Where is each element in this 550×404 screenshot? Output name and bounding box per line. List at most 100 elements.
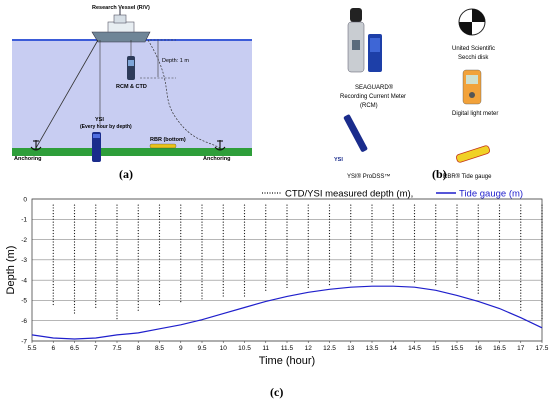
- ctd-depth-point: [498, 235, 501, 237]
- ctd-depth-point: [498, 278, 501, 280]
- ctd-depth-point: [307, 238, 309, 240]
- ctd-depth-point: [350, 258, 352, 260]
- ctd-depth-point: [180, 269, 182, 272]
- ctd-depth-point: [116, 298, 118, 300]
- ctd-depth-point: [222, 235, 224, 237]
- ctd-depth-point: [116, 292, 118, 294]
- ctd-depth-point: [52, 269, 54, 272]
- ctd-depth-point: [350, 244, 352, 246]
- ctd-depth-point: [350, 247, 352, 249]
- ctd-depth-point: [137, 258, 139, 260]
- ctd-depth-point: [520, 301, 522, 303]
- ctd-depth-point: [158, 278, 161, 280]
- ctd-depth-point: [158, 252, 161, 254]
- ctd-depth-point: [435, 247, 437, 249]
- ctd-depth-point: [413, 264, 416, 266]
- ctd-depth-point: [520, 238, 522, 240]
- ctd-depth-point: [180, 215, 182, 218]
- ctd-depth-point: [350, 269, 352, 272]
- ctd-depth-point: [73, 252, 76, 254]
- ctd-depth-point: [520, 258, 522, 260]
- ctd-depth-point: [328, 204, 331, 206]
- ctd-depth-point: [477, 235, 479, 237]
- ctd-depth-point: [541, 309, 543, 311]
- secchi-maker: United Scientific: [452, 46, 495, 52]
- ctd-depth-point: [95, 221, 97, 223]
- ctd-depth-point: [73, 292, 76, 294]
- ctd-depth-point: [286, 247, 288, 249]
- ctd-depth-point: [520, 215, 522, 218]
- ctd-depth-point: [413, 230, 416, 232]
- ctd-depth-point: [456, 204, 458, 206]
- ctd-depth-point: [371, 247, 373, 249]
- x-tick-label: 5.5: [27, 345, 36, 352]
- x-tick-label: 10: [220, 345, 228, 352]
- ctd-depth-point: [243, 207, 246, 209]
- ctd-depth-point: [307, 252, 309, 254]
- ctd-depth-point: [73, 210, 76, 212]
- ctd-depth-point: [286, 275, 288, 277]
- ctd-depth-point: [350, 266, 352, 269]
- x-tick-label: 7: [94, 345, 98, 352]
- ctd-depth-point: [541, 286, 543, 289]
- ctd-depth-point: [456, 227, 458, 229]
- ctd-depth-point: [137, 238, 139, 240]
- ctd-depth-point: [95, 275, 97, 277]
- ctd-depth-point: [328, 258, 331, 260]
- ctd-depth-point: [477, 230, 479, 232]
- ctd-depth-point: [243, 266, 246, 269]
- ctd-depth-point: [520, 278, 522, 280]
- ctd-depth-point: [371, 235, 373, 237]
- ctd-depth-point: [286, 264, 288, 266]
- ctd-depth-point: [52, 255, 54, 257]
- ctd-depth-point: [243, 210, 246, 212]
- ctd-depth-point: [52, 230, 54, 232]
- ctd-depth-point: [520, 249, 522, 252]
- ctd-depth-point: [52, 301, 54, 303]
- ctd-depth-point: [328, 255, 331, 257]
- ctd-depth-point: [541, 247, 543, 249]
- ctd-depth-point: [520, 275, 522, 277]
- ctd-depth-point: [286, 213, 288, 215]
- x-tick-label: 17: [517, 345, 525, 352]
- ctd-depth-point: [180, 278, 182, 280]
- ctd-depth-point: [456, 252, 458, 254]
- ctd-depth-point: [73, 232, 76, 235]
- ctd-depth-point: [95, 306, 97, 308]
- ctd-depth-point: [222, 289, 224, 291]
- ctd-depth-point: [371, 221, 373, 223]
- y-tick-label: -3: [21, 257, 27, 264]
- ctd-depth-point: [498, 244, 501, 246]
- ctd-depth-point: [435, 269, 437, 272]
- ctd-depth-point: [52, 224, 54, 226]
- ctd-depth-point: [541, 210, 543, 212]
- ctd-depth-point: [95, 244, 97, 246]
- ctd-depth-point: [498, 272, 501, 274]
- ctd-depth-point: [328, 215, 331, 218]
- ctd-depth-point: [201, 295, 203, 297]
- ctd-depth-point: [265, 278, 267, 280]
- ctd-depth-point: [286, 269, 288, 272]
- ctd-depth-point: [435, 218, 437, 220]
- ctd-depth-point: [52, 284, 54, 286]
- ctd-depth-point: [137, 207, 139, 209]
- ctd-depth-point: [201, 221, 203, 223]
- ctd-depth-point: [435, 235, 437, 237]
- ctd-depth-point: [456, 238, 458, 240]
- ctd-depth-point: [286, 255, 288, 257]
- ctd-depth-point: [477, 221, 479, 223]
- ctd-depth-point: [222, 210, 224, 212]
- ctd-depth-point: [243, 213, 246, 215]
- ctd-depth-point: [265, 289, 267, 291]
- ctd-depth-point: [222, 227, 224, 229]
- ctd-depth-point: [243, 264, 246, 266]
- ctd-depth-point: [392, 261, 394, 263]
- ctd-depth-point: [52, 207, 54, 209]
- ctd-depth-point: [73, 281, 76, 283]
- ctd-depth-point: [158, 213, 161, 215]
- ctd-depth-point: [498, 249, 501, 252]
- ctd-depth-point: [201, 289, 203, 291]
- ctd-depth-point: [286, 241, 288, 243]
- ctd-depth-point: [328, 281, 331, 283]
- ctd-depth-point: [116, 258, 118, 260]
